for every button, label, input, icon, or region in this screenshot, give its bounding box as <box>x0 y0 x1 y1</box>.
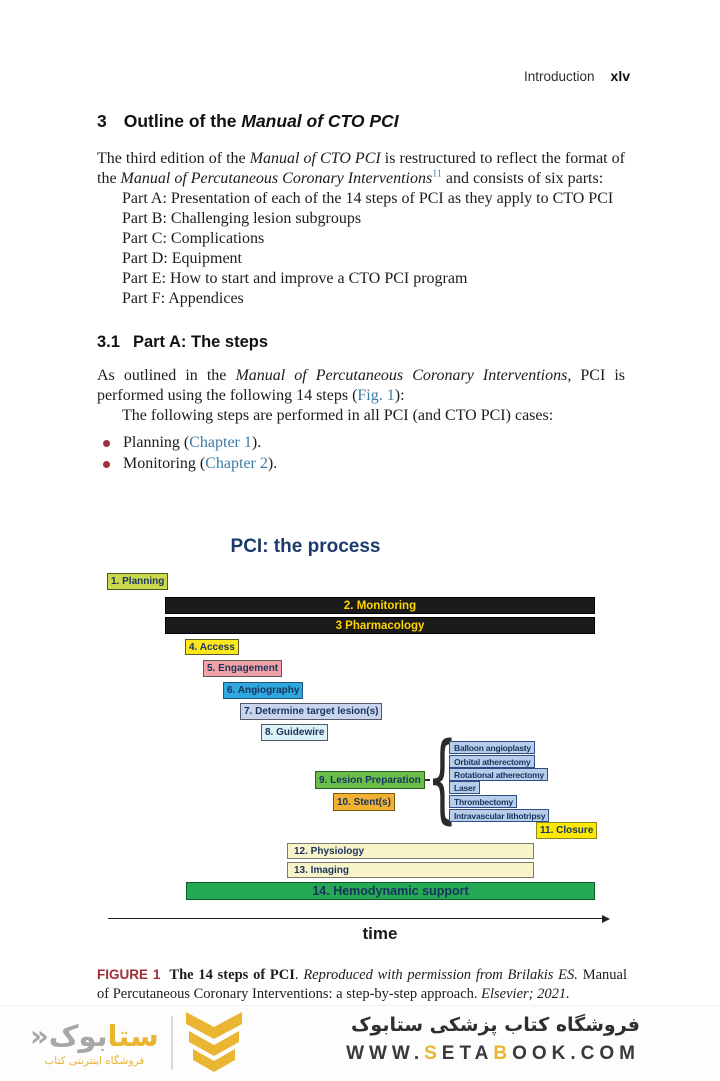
gantt-bar-orbital-atherectomy: Orbital atherectomy <box>449 755 535 768</box>
brace-connector-line <box>421 779 430 781</box>
url-segment: B <box>493 1043 513 1064</box>
following-paragraph: The following steps are performed in all… <box>122 407 554 424</box>
bullet-icon <box>103 440 110 447</box>
setabook-logo[interactable]: ستابوک« فروشگاه اینترنتی کتاب <box>30 1012 243 1074</box>
brace-connector-glyph: { <box>427 722 458 834</box>
store-name-farsi: فروشگاه کتاب پزشکی ستابوک <box>350 1014 640 1036</box>
url-segment: WWW. <box>346 1043 425 1064</box>
part-item: Part B: Challenging lesion subgroups <box>122 210 362 227</box>
section-heading: 3 Outline of the Manual of CTO PCI <box>97 110 625 132</box>
chevrons-icon <box>185 1012 242 1072</box>
gantt-bar-balloon-angioplasty: Balloon angioplasty <box>449 741 535 754</box>
running-header: Introduction xlv <box>524 68 630 84</box>
running-title: Introduction <box>523 69 595 84</box>
gantt-bar-guidewire: 8. Guidewire <box>261 724 329 741</box>
gantt-canvas: { time 1. Planning 2. Monitoring 3 Pharmac… <box>100 570 620 950</box>
chapter-1-link[interactable]: Chapter 1 <box>189 434 252 451</box>
logo-wordmark-text: ستابوک« <box>30 1020 159 1052</box>
figure-1: PCI: the process { time 1. Planning 2. Mo… <box>100 536 620 950</box>
steps-paragraph: As outlined in the Manual of Percutaneou… <box>97 367 625 404</box>
gantt-bar-access: 4. Access <box>185 639 239 655</box>
gantt-bar-determine-target-lesions: 7. Determine target lesion(s) <box>240 703 383 720</box>
gantt-bar-thrombectomy: Thrombectomy <box>449 795 517 808</box>
chapter-2-link[interactable]: Chapter 2 <box>205 454 268 472</box>
part-item: Part C: Complications <box>122 230 265 247</box>
figure-title: PCI: the process <box>230 536 381 557</box>
part-item: Part F: Appendices <box>122 290 244 307</box>
gantt-bar-angiography: 6. Angiography <box>223 682 304 699</box>
subsection-title: Part A: The steps <box>132 333 269 351</box>
logo-wordmark-gray: بوک <box>48 1018 108 1053</box>
url-segment: S <box>424 1043 442 1064</box>
url-segment: ETA <box>441 1043 494 1064</box>
gantt-bar-rotational-atherectomy: Rotational atherectomy <box>449 768 549 781</box>
subsection-heading: 3.1 Part A: The steps <box>97 331 625 353</box>
gantt-bar-hemodynamic-support: 14. Hemodynamic support <box>186 882 595 900</box>
footnote-11-ref[interactable]: 11 <box>432 168 442 180</box>
logo-divider <box>170 1016 173 1070</box>
time-axis-line <box>108 918 603 919</box>
gantt-bar-engagement: 5. Engagement <box>203 660 283 677</box>
part-item: Part A: Presentation of each of the 14 s… <box>122 190 614 207</box>
setabook-url[interactable]: WWW.SETABOOK.COM <box>346 1043 640 1065</box>
footer-store-info: فروشگاه کتاب پزشکی ستابوک WWW.SETABOOK.C… <box>346 1014 640 1065</box>
bullet-text: Monitoring (Chapter 2). <box>123 454 278 472</box>
time-axis-label: time <box>362 924 398 943</box>
fig-1-link[interactable]: Fig. 1 <box>357 387 395 404</box>
list-item: Monitoring (Chapter 2). <box>97 454 625 475</box>
section-title: Outline of the Manual of CTO PCI <box>123 111 399 131</box>
gantt-bar-imaging: 13. Imaging <box>287 862 534 878</box>
footer-banner: ستابوک« فروشگاه اینترنتی کتاب فروشگاه کت… <box>0 1005 720 1081</box>
url-segment: OOK.COM <box>512 1043 640 1064</box>
gantt-bar-stent: 10. Stent(s) <box>333 793 395 811</box>
time-axis-arrowhead-icon <box>602 915 610 923</box>
subsection-number: 3.1 <box>97 333 120 351</box>
gantt-bar-pharmacology: 3 Pharmacology <box>165 617 595 634</box>
main-content: 3 Outline of the Manual of CTO PCI The t… <box>97 110 625 474</box>
list-item: Planning (Chapter 1). <box>97 433 625 454</box>
logo-wordmark: ستابوک« فروشگاه اینترنتی کتاب <box>30 1020 159 1067</box>
parts-list: Part A: Presentation of each of the 14 s… <box>97 189 625 309</box>
gantt-bar-planning: 1. Planning <box>107 573 169 590</box>
gantt-bar-closure: 11. Closure <box>536 822 598 839</box>
part-item: Part D: Equipment <box>122 250 242 267</box>
section-number: 3 <box>97 111 107 131</box>
gantt-bar-laser: Laser <box>449 781 480 794</box>
part-item: Part E: How to start and improve a CTO P… <box>122 270 468 287</box>
bullet-icon <box>103 460 110 468</box>
gantt-bar-monitoring: 2. Monitoring <box>165 597 595 614</box>
gantt-bar-lesion-preparation: 9. Lesion Preparation <box>315 771 425 789</box>
bullet-list: Planning (Chapter 1). Monitoring (Chapter… <box>97 433 625 474</box>
gantt-bar-intravascular-lithotripsy: Intravascular lithotripsy <box>449 809 550 822</box>
gantt-bar-physiology: 12. Physiology <box>287 843 534 859</box>
page-number: xlv <box>610 68 630 84</box>
logo-wordmark-gold: ستا <box>107 1018 159 1053</box>
bullet-text: Planning (Chapter 1). <box>123 434 262 451</box>
logo-tagline: فروشگاه اینترنتی کتاب <box>44 1054 145 1067</box>
logo-guillemet: « <box>30 1018 49 1053</box>
intro-paragraph: The third edition of the Manual of CTO P… <box>97 150 626 187</box>
